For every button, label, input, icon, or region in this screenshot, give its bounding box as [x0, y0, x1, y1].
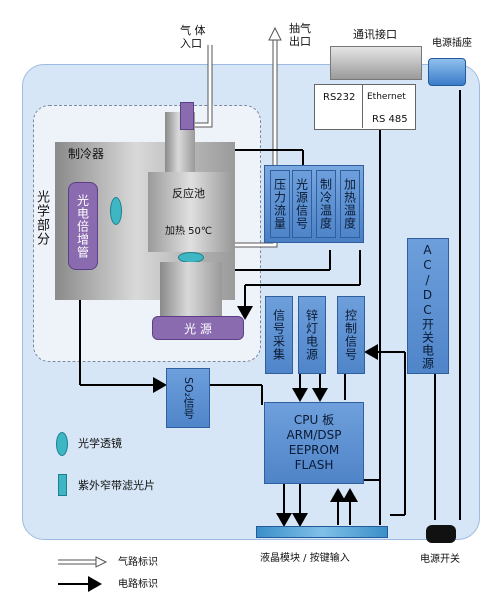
gas-inlet-valve	[180, 102, 194, 130]
optical-lens-icon	[110, 197, 122, 225]
comm-device	[330, 46, 422, 80]
comm-port-table	[314, 84, 416, 130]
rs485-label: RS 485	[372, 114, 408, 125]
sensor-heating-temp: 加热温度	[340, 170, 360, 238]
light-source: 光 源	[152, 316, 244, 340]
power-socket-icon	[428, 58, 466, 86]
sensor-pressure-flow: 压力流量	[270, 170, 290, 238]
cpu-board: CPU 板 ARM/DSP EEPROM FLASH	[264, 402, 364, 484]
gas-path-legend-label: 气路标识	[118, 557, 158, 568]
ethernet-label: Ethernet	[367, 92, 406, 102]
cooler-label: 制冷器	[68, 147, 105, 161]
rs232-label: RS232	[323, 92, 356, 103]
divider	[362, 84, 363, 128]
heating-label: 加热 50℃	[165, 226, 213, 237]
cpu-line-2: ARM/DSP	[286, 428, 342, 442]
reactor-label: 反应池	[172, 187, 205, 200]
comm-port-label: 通讯接口	[353, 28, 397, 41]
gas-outlet-label: 抽气 出口	[289, 22, 311, 48]
lcd-label: 液晶模块 / 按键输入	[260, 553, 350, 564]
reactor-cell	[148, 172, 233, 252]
circuit-legend-label: 电路标识	[118, 579, 158, 590]
so2-label: SO₂信号	[182, 376, 195, 420]
optical-section-label: 光学部分	[34, 190, 49, 246]
filter-legend-icon	[58, 474, 67, 496]
lens-legend-label: 光学透镜	[78, 437, 122, 450]
cpu-line-3: EEPROM	[288, 443, 340, 457]
ac-dc-supply: AC/DC开关电源	[407, 238, 449, 374]
power-switch-label: 电源开关	[420, 554, 460, 565]
cpu-line-1: CPU 板	[293, 413, 335, 427]
cooler-block	[55, 142, 235, 170]
filter-legend-label: 紫外窄带滤光片	[78, 479, 155, 492]
lamp-housing	[160, 262, 222, 320]
power-switch-icon	[426, 525, 456, 543]
cpu-line-4: FLASH	[294, 458, 334, 472]
sensor-light-signal: 光源信号	[292, 170, 312, 238]
ac-dc-label: AC/DC开关电源	[420, 242, 435, 370]
so2-signal: SO₂信号	[166, 368, 210, 428]
gas-inlet-label: 气 体 入口	[180, 24, 206, 50]
control-signal: 控制信号	[337, 296, 365, 374]
zinc-lamp-power: 锌灯电源	[298, 296, 326, 374]
lens-legend-icon	[56, 432, 68, 456]
lcd-bar	[256, 526, 388, 538]
signal-acquisition: 信号采集	[265, 296, 293, 374]
power-socket-label: 电源插座	[432, 38, 472, 49]
sensor-cooling-temp: 制冷温度	[316, 170, 336, 238]
pmt-tube: 光电倍增管	[68, 182, 98, 270]
